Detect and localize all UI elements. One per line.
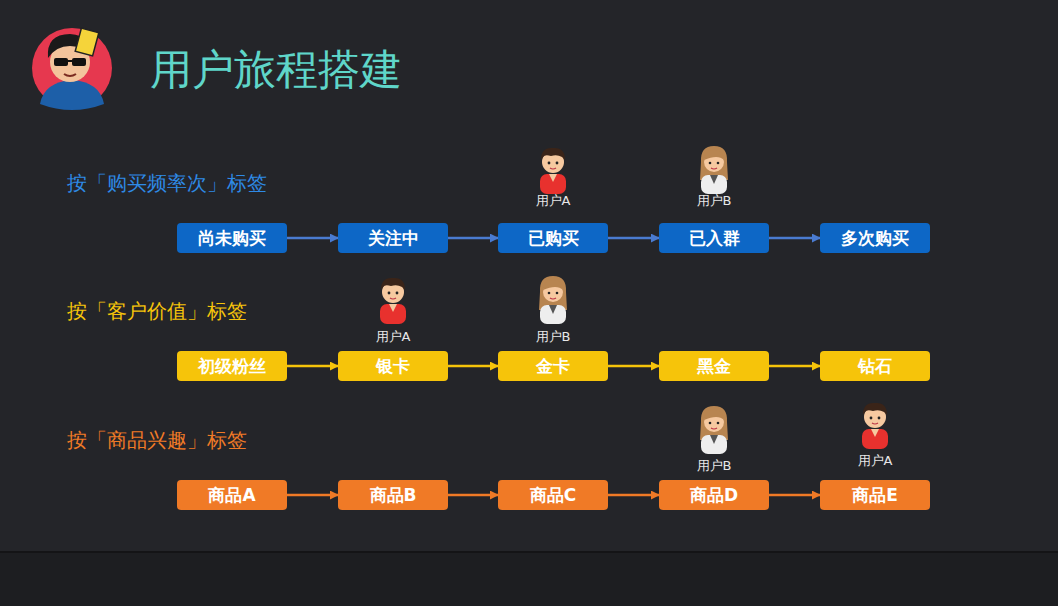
box-text: 商品D xyxy=(690,484,738,507)
flow-arrow xyxy=(608,494,659,497)
box-text: 黑金 xyxy=(697,355,731,378)
stage-box: 关注中 xyxy=(338,223,448,253)
box-text: 初级粉丝 xyxy=(198,355,266,378)
box-text: 银卡 xyxy=(376,355,410,378)
box-text: 尚未购买 xyxy=(198,227,266,250)
stage-box: 金卡 xyxy=(498,351,608,381)
flow-arrow xyxy=(608,237,659,240)
row-heading: 按「客户价值」标签 xyxy=(67,298,247,325)
flow-arrow xyxy=(448,365,498,368)
user-label: 用户A xyxy=(858,452,893,470)
user-label: 用户A xyxy=(536,192,571,210)
box-text: 已入群 xyxy=(689,227,740,250)
box-text: 商品A xyxy=(208,484,255,507)
stage-box: 商品E xyxy=(820,480,930,510)
box-text: 已购买 xyxy=(528,227,579,250)
stage-box: 初级粉丝 xyxy=(177,351,287,381)
stage-box: 商品B xyxy=(338,480,448,510)
flow-arrow xyxy=(287,494,338,497)
flow-arrow xyxy=(448,494,498,497)
flow-arrow xyxy=(287,237,338,240)
stage-box: 银卡 xyxy=(338,351,448,381)
user-label: 用户A xyxy=(376,328,411,346)
flow-arrow xyxy=(608,365,659,368)
stage-box: 尚未购买 xyxy=(177,223,287,253)
box-text: 多次购买 xyxy=(841,227,909,250)
stage-box: 钻石 xyxy=(820,351,930,381)
stage-box: 商品C xyxy=(498,480,608,510)
flow-arrow xyxy=(448,237,498,240)
user-label: 用户B xyxy=(536,328,571,346)
user-label: 用户B xyxy=(697,457,732,475)
box-text: 钻石 xyxy=(858,355,892,378)
stage-box: 黑金 xyxy=(659,351,769,381)
flow-arrow xyxy=(769,494,820,497)
user-label: 用户B xyxy=(697,192,732,210)
page-title: 用户旅程搭建 xyxy=(150,42,402,98)
stage-box: 商品A xyxy=(177,480,287,510)
row-heading: 按「购买频率次」标签 xyxy=(67,170,267,197)
flow-arrow xyxy=(769,237,820,240)
stage-box: 商品D xyxy=(659,480,769,510)
box-text: 金卡 xyxy=(536,355,570,378)
stage-box: 多次购买 xyxy=(820,223,930,253)
flow-arrow xyxy=(769,365,820,368)
box-text: 商品B xyxy=(370,484,417,507)
box-text: 关注中 xyxy=(368,227,419,250)
flow-arrow xyxy=(287,365,338,368)
row-heading: 按「商品兴趣」标签 xyxy=(67,427,247,454)
stage-box: 已购买 xyxy=(498,223,608,253)
stage-box: 已入群 xyxy=(659,223,769,253)
box-text: 商品E xyxy=(852,484,898,507)
box-text: 商品C xyxy=(530,484,576,507)
